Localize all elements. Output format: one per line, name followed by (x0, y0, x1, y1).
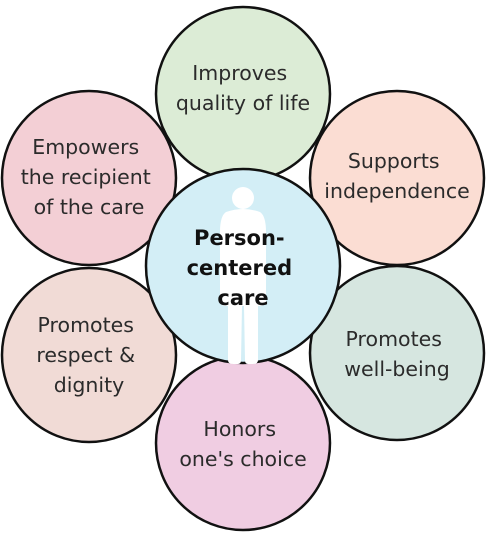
center-label: Person- centered care (187, 226, 300, 310)
petal-bottom-label: Honors one's choice (179, 417, 306, 471)
petal-top-label: Improves quality of life (176, 61, 310, 115)
petal-lower-right: Promotes well-being (308, 264, 486, 442)
petal-top: Improves quality of life (154, 5, 332, 183)
petal-bottom: Honors one's choice (154, 354, 332, 532)
petal-upper-right: Supports independence (308, 89, 486, 267)
person-silhouette-icon (220, 187, 266, 364)
petal-upper-left-label: Empowers the recipient of the care (21, 135, 158, 219)
petal-upper-left-circle (0, 89, 178, 267)
petal-lower-left-label: Promotes respect & dignity (36, 313, 141, 397)
petal-bottom-circle (154, 354, 332, 532)
petal-upper-right-label: Supports independence (324, 149, 469, 203)
center-node: Person- centered care (144, 167, 342, 365)
petal-lower-left: Promotes respect & dignity (0, 266, 178, 444)
petal-lower-right-circle (308, 264, 486, 442)
petal-lower-right-label: Promotes well-being (344, 327, 450, 381)
petal-upper-left: Empowers the recipient of the care (0, 89, 178, 267)
petal-lower-left-circle (0, 266, 178, 444)
